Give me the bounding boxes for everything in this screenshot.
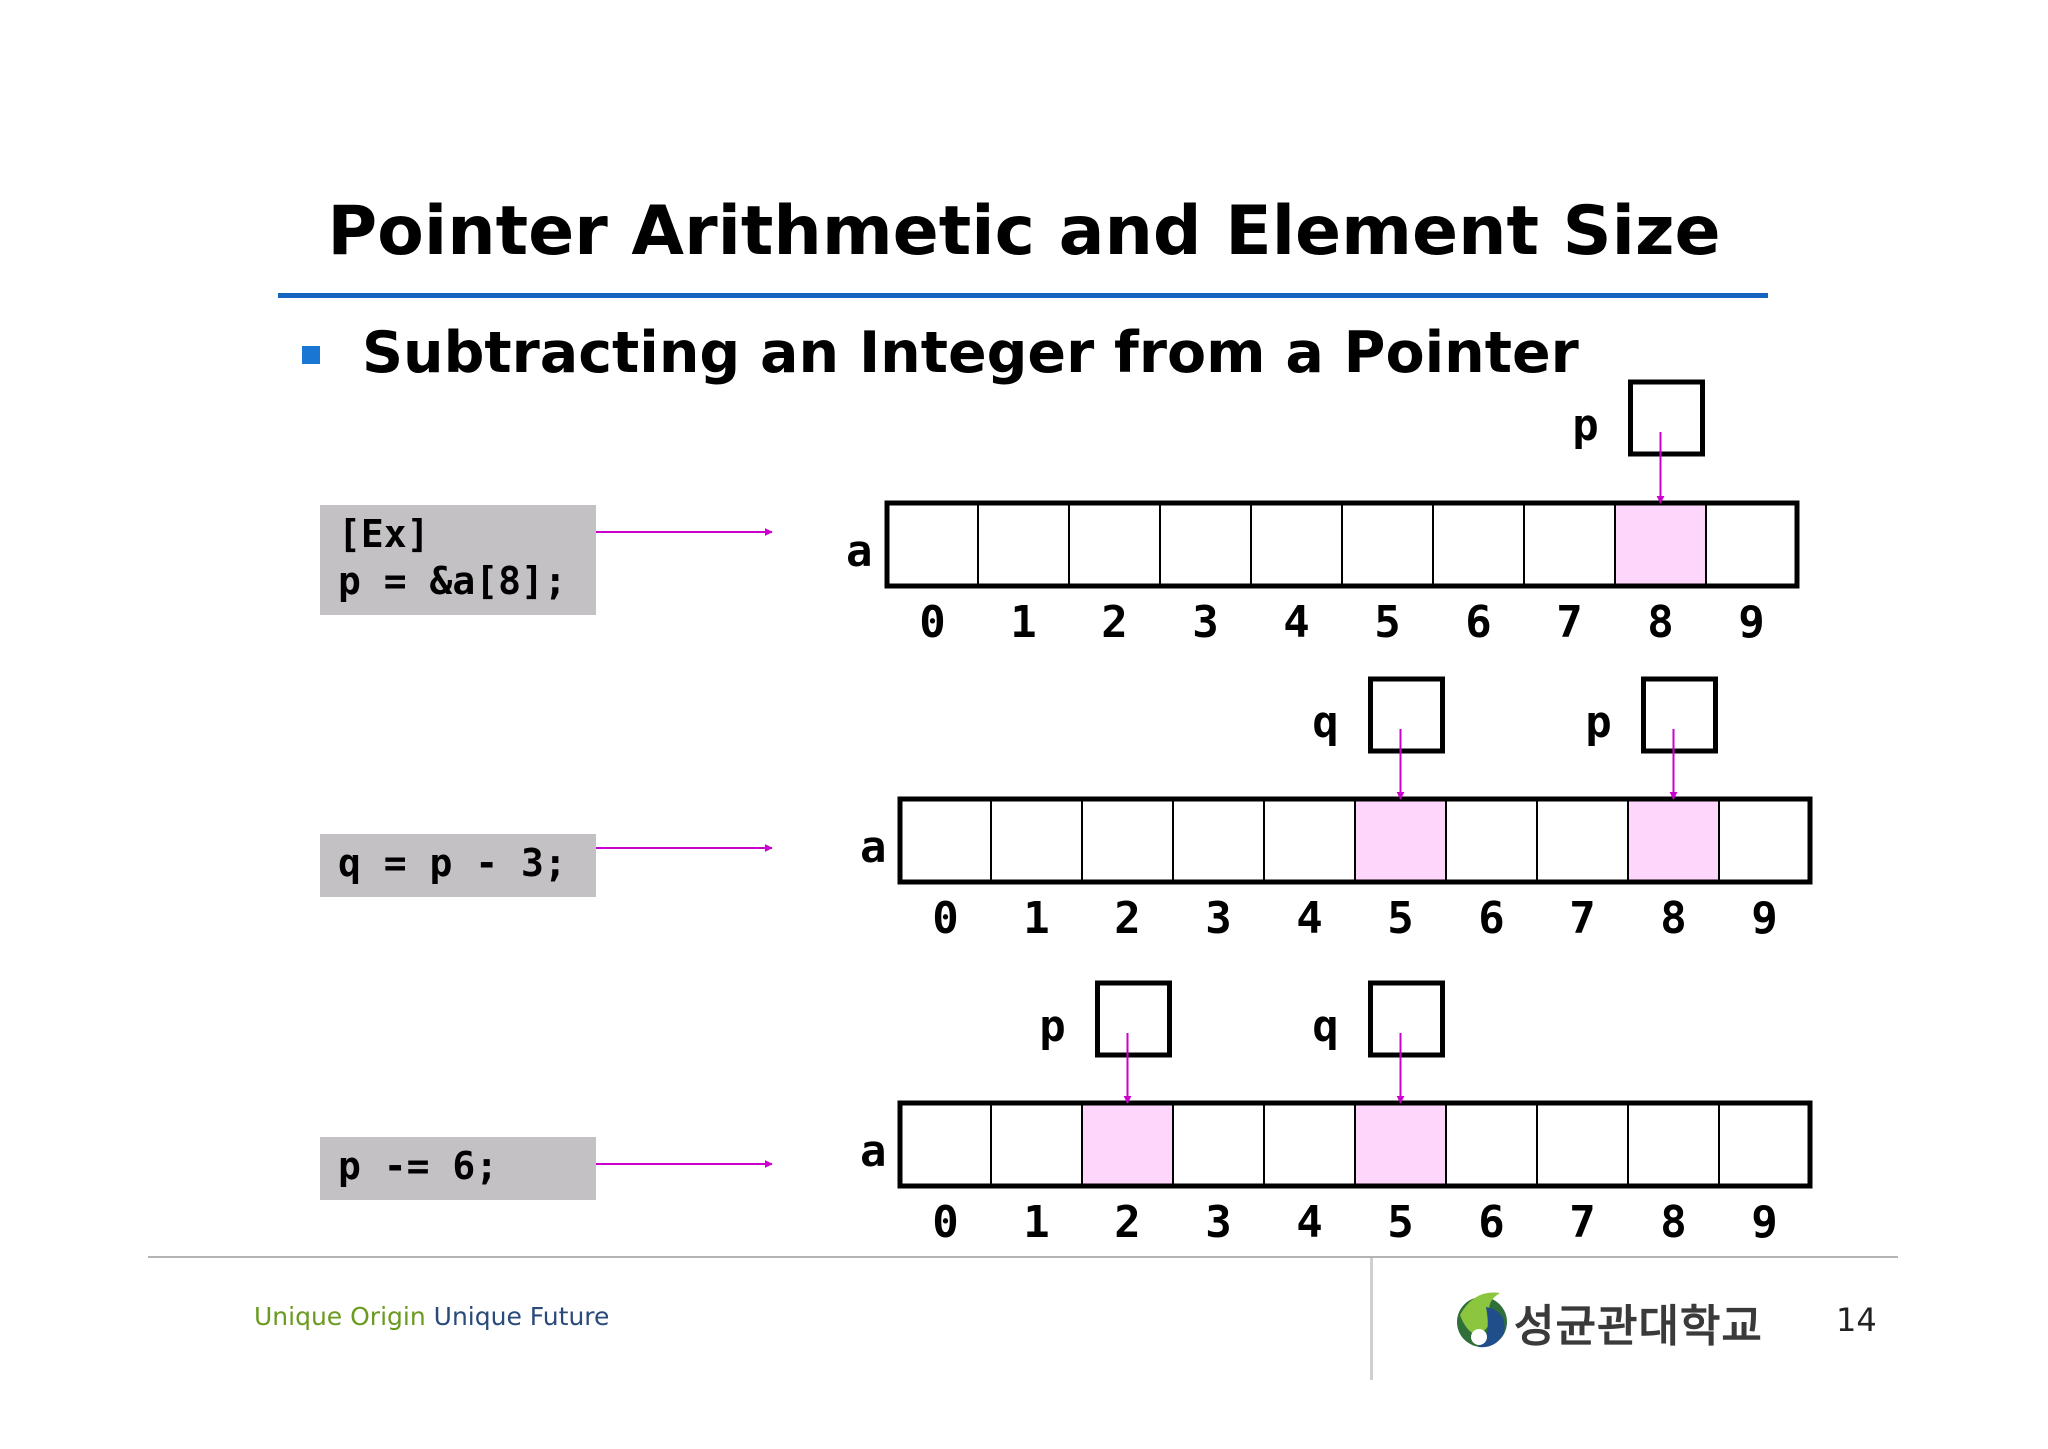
- slide-title: Pointer Arithmetic and Element Size: [327, 192, 1721, 271]
- university-name: 성균관대학교: [1514, 1301, 1763, 1352]
- slogan-future: Unique Future: [433, 1302, 610, 1331]
- array-cell: [1341, 502, 1434, 587]
- array-outline: [884, 500, 1800, 589]
- code-box-example-1: [Ex] p = &a[8];: [320, 505, 596, 615]
- array-index: 1: [1010, 597, 1037, 648]
- array-index: 3: [1192, 597, 1219, 648]
- array-index: 4: [1296, 893, 1323, 944]
- array-index: 7: [1569, 1197, 1596, 1248]
- array-cell: [1614, 502, 1707, 587]
- array-index: 6: [1465, 597, 1492, 648]
- university-emblem-icon: [1457, 1292, 1507, 1348]
- array-cell: [886, 502, 979, 587]
- array-index: 4: [1283, 597, 1310, 648]
- section-heading: Subtracting an Integer from a Pointer: [362, 320, 1579, 386]
- pointer-variable-box: [1368, 980, 1445, 1058]
- array-cell: [1432, 502, 1525, 587]
- array-index: 8: [1660, 893, 1687, 944]
- array-cell: [1718, 1102, 1811, 1187]
- array-index: 0: [919, 597, 946, 648]
- pointer-label: p: [1039, 1001, 1066, 1052]
- pointer-variable-box: [1641, 676, 1718, 754]
- array-cell: [899, 1102, 992, 1187]
- array-cell: [1523, 502, 1616, 587]
- array-index: 6: [1478, 1197, 1505, 1248]
- array-cell: [1718, 798, 1811, 883]
- title-underline: [278, 293, 1768, 298]
- pointer-variable-box: [1368, 676, 1445, 754]
- array-index: 9: [1738, 597, 1765, 648]
- array-cell: [990, 1102, 1083, 1187]
- array-index: 3: [1205, 1197, 1232, 1248]
- array-index: 0: [932, 1197, 959, 1248]
- bullet-square-icon: [302, 346, 320, 364]
- array-index: 8: [1647, 597, 1674, 648]
- array-label: a: [860, 1126, 887, 1177]
- array-index: 9: [1751, 1197, 1778, 1248]
- array-label: a: [860, 822, 887, 873]
- array-cell: [1263, 1102, 1356, 1187]
- array-cell: [977, 502, 1070, 587]
- pointer-label: p: [1585, 697, 1612, 748]
- code-line: p -= 6;: [338, 1144, 499, 1188]
- array-index: 4: [1296, 1197, 1323, 1248]
- page-number: 14: [1836, 1301, 1877, 1339]
- array-index: 5: [1387, 1197, 1414, 1248]
- array-index: 0: [932, 893, 959, 944]
- code-box-example-2: q = p - 3;: [320, 834, 596, 897]
- array-label: a: [846, 526, 873, 577]
- array-index: 1: [1023, 1197, 1050, 1248]
- array-outline: [897, 1100, 1813, 1189]
- array-index: 3: [1205, 893, 1232, 944]
- array-cell: [1536, 1102, 1629, 1187]
- array-index: 2: [1114, 893, 1141, 944]
- pointer-variable-box: [1628, 379, 1705, 457]
- array-cell: [1354, 1102, 1447, 1187]
- array-cell: [1627, 1102, 1720, 1187]
- array-cell: [1159, 502, 1252, 587]
- slogan-origin: Unique Origin: [254, 1302, 426, 1331]
- code-line: p = &a[8];: [338, 559, 567, 603]
- array-cell: [1172, 798, 1265, 883]
- array-cell: [1536, 798, 1629, 883]
- array-outline: [897, 796, 1813, 885]
- code-line: [Ex]: [338, 512, 430, 556]
- slogan: Unique Origin Unique Future: [254, 1302, 609, 1331]
- array-index: 7: [1556, 597, 1583, 648]
- array-index: 5: [1387, 893, 1414, 944]
- pointer-label: q: [1312, 1001, 1339, 1052]
- pointer-label: p: [1572, 400, 1599, 451]
- code-box-example-3: p -= 6;: [320, 1137, 596, 1200]
- array-index: 2: [1101, 597, 1128, 648]
- array-cell: [1354, 798, 1447, 883]
- array-cell: [1081, 798, 1174, 883]
- array-cell: [1068, 502, 1161, 587]
- array-cell: [1445, 1102, 1538, 1187]
- array-index: 1: [1023, 893, 1050, 944]
- array-index: 5: [1374, 597, 1401, 648]
- array-index: 9: [1751, 893, 1778, 944]
- footer-divider: [148, 1256, 1898, 1258]
- array-index: 2: [1114, 1197, 1141, 1248]
- code-line: q = p - 3;: [338, 841, 567, 885]
- array-cell: [1705, 502, 1798, 587]
- array-index: 8: [1660, 1197, 1687, 1248]
- array-cell: [1081, 1102, 1174, 1187]
- array-cell: [990, 798, 1083, 883]
- array-cell: [899, 798, 992, 883]
- array-cell: [1627, 798, 1720, 883]
- array-cell: [1172, 1102, 1265, 1187]
- array-index: 7: [1569, 893, 1596, 944]
- pointer-variable-box: [1095, 980, 1172, 1058]
- array-cell: [1445, 798, 1538, 883]
- array-cell: [1263, 798, 1356, 883]
- footer-vertical-divider: [1370, 1258, 1373, 1380]
- array-cell: [1250, 502, 1343, 587]
- pointer-label: q: [1312, 697, 1339, 748]
- array-index: 6: [1478, 893, 1505, 944]
